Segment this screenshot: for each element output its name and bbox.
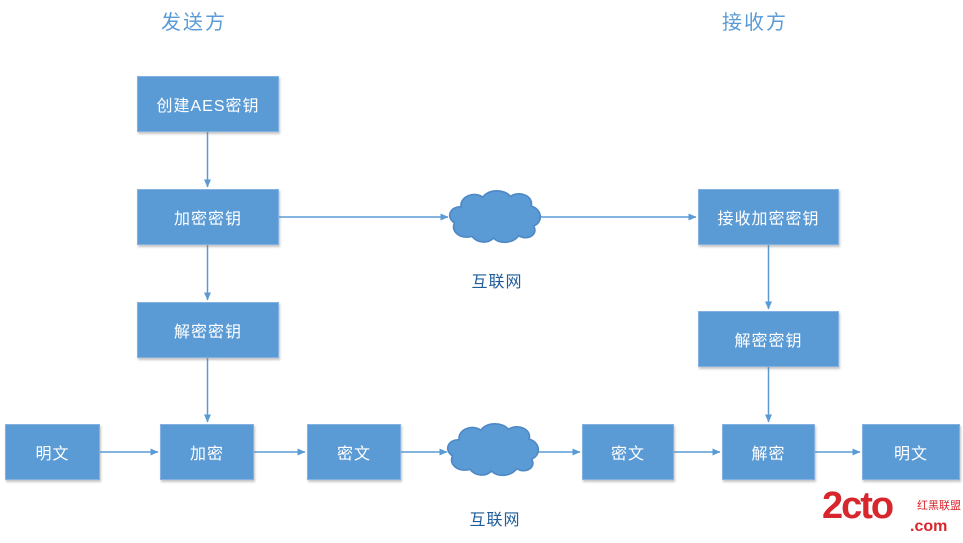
node-decrypt: 解密 <box>722 424 815 480</box>
logo-brand-text: 2cto <box>822 485 894 527</box>
node-encrypt: 加密 <box>160 424 254 480</box>
node-ciphertext-right: 密文 <box>582 424 674 480</box>
node-plaintext-right: 明文 <box>862 424 960 480</box>
node-receive-encrypted-key: 接收加密密钥 <box>698 189 839 245</box>
node-decrypt-key-sender: 解密密钥 <box>137 302 279 358</box>
node-encrypt-key: 加密密钥 <box>137 189 279 245</box>
node-ciphertext-left: 密文 <box>307 424 401 480</box>
logo-suffix-text: .com <box>910 518 948 535</box>
internet-cloud-icon-top <box>448 189 542 244</box>
site-logo-2cto: 2cto 红黑联盟 .com <box>822 487 962 539</box>
internet-label-bottom: 互联网 <box>469 512 521 529</box>
receiver-section-title: 接收方 <box>722 12 788 34</box>
sender-section-title: 发送方 <box>161 12 227 34</box>
logo-tagline-text: 红黑联盟 <box>917 500 961 512</box>
internet-label-top: 互联网 <box>471 274 523 291</box>
node-plaintext-left: 明文 <box>5 424 100 480</box>
internet-cloud-icon-bottom <box>446 422 540 477</box>
node-create-aes-key: 创建AES密钥 <box>137 76 279 132</box>
node-decrypt-key-receiver: 解密密钥 <box>698 311 839 367</box>
